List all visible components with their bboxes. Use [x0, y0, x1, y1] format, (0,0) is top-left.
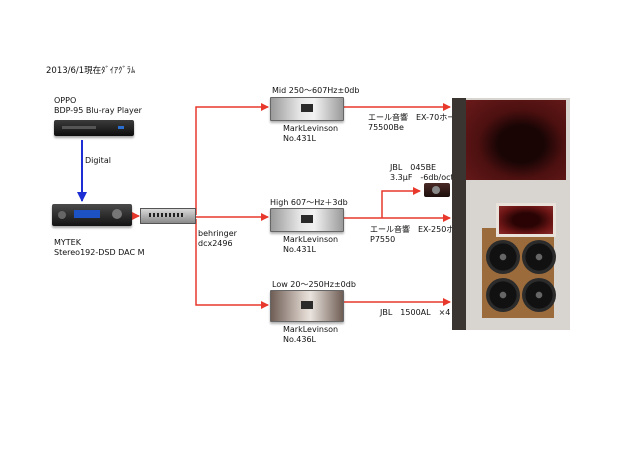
- blu-ray-player-image: [54, 120, 134, 136]
- tweeter-capacitor: 3.3μF -6db/oct: [390, 173, 454, 183]
- crossover-model: dcx2496: [198, 239, 233, 249]
- mid-amp-brand: MarkLevinson: [283, 124, 338, 134]
- woofer-image: [486, 278, 520, 312]
- dac-model: Stereo192-DSD DAC M: [54, 248, 145, 258]
- mid-speaker-line-2: 75500Be: [368, 123, 404, 133]
- dac-brand: MYTEK: [54, 238, 81, 248]
- low-band-label: Low 20～250Hz±0db: [272, 280, 356, 290]
- high-band-label: High 607～Hz＋3db: [270, 198, 348, 208]
- low-speaker-line-1: JBL 1500AL ×4: [380, 308, 450, 318]
- crossover-brand: behringer: [198, 229, 237, 239]
- low-amp-brand: MarkLevinson: [283, 325, 338, 335]
- crossover-image: [140, 208, 196, 224]
- tweeter-image: [424, 183, 450, 197]
- mid-amp-image: [270, 97, 344, 121]
- diagram-title: 2013/6/1現在ﾀﾞｲｱｸﾞﾗﾑ: [46, 66, 135, 76]
- tweeter-model: JBL 045BE: [390, 163, 436, 173]
- mid-horn-image: [466, 100, 566, 180]
- high-to-tweeter-arrow: [382, 191, 420, 218]
- dac-image: [52, 204, 132, 226]
- woofer-image: [522, 278, 556, 312]
- low-amp-model: No.436L: [283, 335, 316, 345]
- crossover-to-mid-arrow: [196, 107, 268, 215]
- high-amp-image: [270, 208, 344, 232]
- high-amp-model: No.431L: [283, 245, 316, 255]
- source-model: BDP-95 Blu-ray Player: [54, 106, 142, 116]
- mid-amp-model: No.431L: [283, 134, 316, 144]
- high-speaker-line-2: P7550: [370, 235, 395, 245]
- source-brand: OPPO: [54, 96, 76, 106]
- woofer-image: [522, 240, 556, 274]
- high-horn-image: [496, 203, 556, 237]
- speaker-system-photo: [452, 98, 570, 330]
- mid-band-label: Mid 250～607Hz±0db: [272, 86, 359, 96]
- woofer-image: [486, 240, 520, 274]
- digital-link-label: Digital: [85, 156, 111, 166]
- low-amp-image: [270, 290, 344, 322]
- high-amp-brand: MarkLevinson: [283, 235, 338, 245]
